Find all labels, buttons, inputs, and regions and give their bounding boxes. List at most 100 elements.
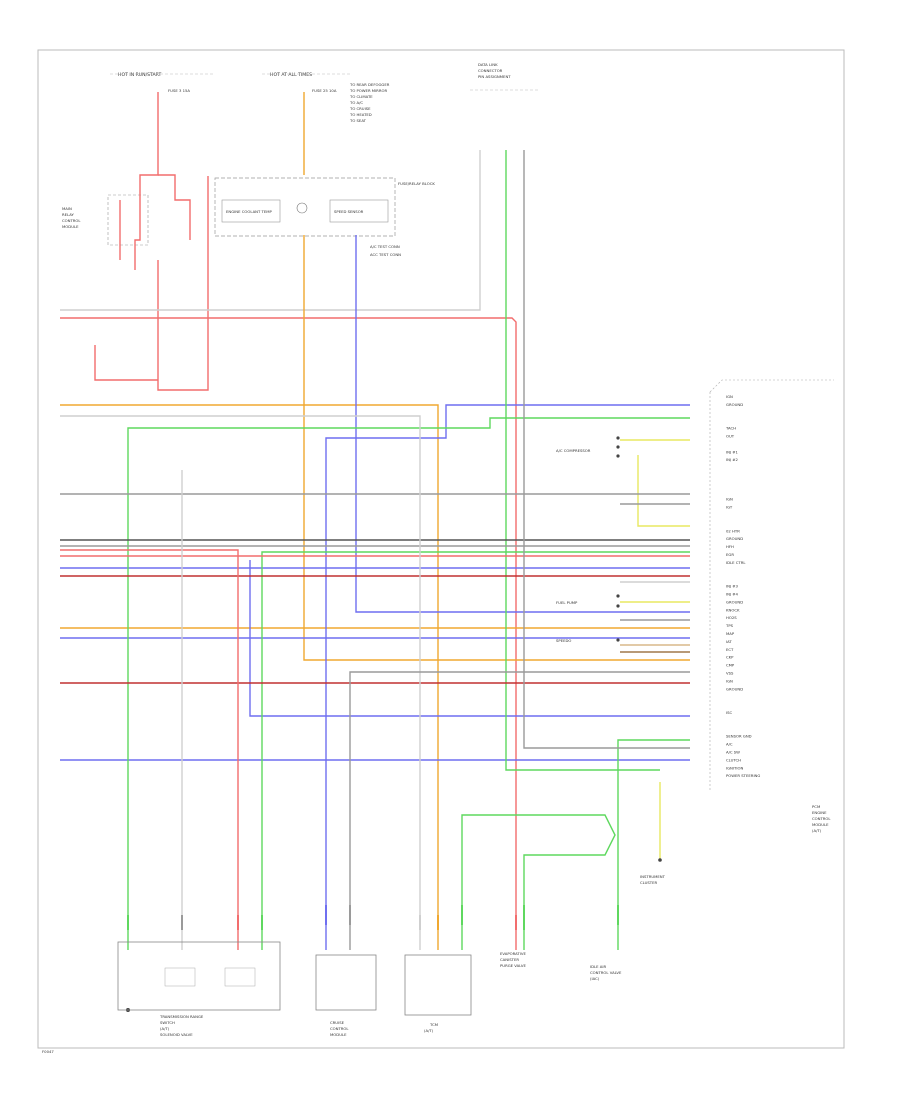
svg-text:TO POWER MIRROR: TO POWER MIRROR <box>349 88 387 93</box>
svg-text:RELAY: RELAY <box>62 212 75 217</box>
pin-label: HO2S <box>726 615 737 620</box>
svg-text:(A/T): (A/T) <box>160 1026 170 1031</box>
splice-dots <box>126 436 662 1012</box>
inner-box-2 <box>329 199 389 223</box>
pin-label: TACH <box>725 426 736 431</box>
pin-label: CKP <box>726 655 734 660</box>
relay-coil-icon <box>296 202 308 214</box>
svg-text:TO CRUISE: TO CRUISE <box>349 106 371 111</box>
inner-box-2-label: SPEED SENSOR <box>334 209 364 214</box>
pin-label: EGR <box>726 552 734 557</box>
fuse-title-2: HOT AT ALL TIMES <box>270 72 312 78</box>
pin-label: SENSOR GND <box>726 734 752 739</box>
svg-text:SWITCH: SWITCH <box>160 1020 175 1025</box>
pin-label: CLUTCH <box>726 757 741 762</box>
svg-text:A/C TEST CONN: A/C TEST CONN <box>370 244 400 249</box>
svg-text:CLUSTER: CLUSTER <box>640 880 657 885</box>
pin-label: 02 HTR <box>726 528 740 533</box>
pin-label: CMP <box>726 663 735 668</box>
svg-text:CONTROL: CONTROL <box>62 218 81 223</box>
fuse-notes: TO REAR DEFOGGER TO POWER MIRROR TO CLIM… <box>349 82 390 123</box>
pin-label: GROUND <box>726 599 743 604</box>
fuse-relay-block <box>214 177 396 237</box>
svg-text:TO SEAT: TO SEAT <box>349 118 367 123</box>
fuse-value-1: FUSE 3 15A <box>168 88 190 93</box>
svg-text:MODULE: MODULE <box>330 1032 347 1037</box>
diagram-frame <box>37 49 845 1049</box>
note-ac: A/C COMPRESSOR <box>556 448 591 453</box>
pin-label: HFH <box>726 544 734 549</box>
pin-label: INJ #4 <box>726 592 738 597</box>
pin-label: IGN <box>726 497 733 502</box>
tcm-module <box>404 954 472 1016</box>
pin-label: INJ #3 <box>726 584 738 589</box>
footer-code: F0047 <box>42 1049 54 1054</box>
pin-label: VSS <box>726 671 734 676</box>
pin-label: IGN <box>726 678 733 683</box>
fuse-title-1: HOT IN RUN/START <box>118 72 161 78</box>
pin-label: GROUND <box>726 536 743 541</box>
svg-text:EVAPORATIVE: EVAPORATIVE <box>500 951 526 956</box>
svg-text:CRUISE: CRUISE <box>330 1020 345 1025</box>
pin-label: TPS <box>725 623 734 628</box>
note-fuel: FUEL PUMP <box>556 600 578 605</box>
pin-label: INJ #2 <box>726 457 738 462</box>
data-link-connector: DATA LINK CONNECTOR PIN ASSIGNMENT <box>470 62 540 91</box>
svg-text:DATA LINK: DATA LINK <box>478 62 498 67</box>
main-relay: MAIN RELAY CONTROL MODULE <box>62 194 149 246</box>
svg-text:ACC TEST CONN: ACC TEST CONN <box>370 252 401 257</box>
svg-text:CONTROL VALVE: CONTROL VALVE <box>590 970 622 975</box>
pin-label: OUT <box>726 434 735 439</box>
svg-text:CANISTER: CANISTER <box>500 957 519 962</box>
svg-text:MODULE: MODULE <box>812 822 829 827</box>
svg-text:CONTROL: CONTROL <box>812 816 831 821</box>
pin-label: GROUND <box>726 402 743 407</box>
pin-label: IGT <box>726 505 733 510</box>
cruise-module <box>315 954 377 1011</box>
pin-label: ISC <box>726 710 733 715</box>
connector-stubs <box>127 905 619 930</box>
pin-label: IGN <box>726 394 733 399</box>
pin-label: ECT <box>726 647 734 652</box>
svg-text:PURGE VALVE: PURGE VALVE <box>500 963 527 968</box>
svg-text:MODULE: MODULE <box>62 224 79 229</box>
pin-label: IDLE CTRL <box>726 560 746 565</box>
trans-range-switch <box>117 941 281 1011</box>
fuse-block-label: FUSE/RELAY BLOCK <box>398 181 435 186</box>
svg-text:PIN ASSIGNMENT: PIN ASSIGNMENT <box>478 74 511 79</box>
pin-label: GROUND <box>726 686 743 691</box>
pin-label: A/C <box>726 742 733 747</box>
fuse-block-top: HOT IN RUN/START FUSE 3 15A HOT AT ALL T… <box>110 72 352 93</box>
svg-text:SOLENOID VALVE: SOLENOID VALVE <box>160 1032 193 1037</box>
svg-text:TCM: TCM <box>429 1022 438 1027</box>
svg-text:MAIN: MAIN <box>62 206 72 211</box>
pin-label: POWER STEERING <box>726 773 760 778</box>
svg-text:CONTROL: CONTROL <box>330 1026 349 1031</box>
pcm-connector: IGN GROUND TACH OUT INJ #1 INJ #2 IGN IGT 02 HTR… <box>709 379 834 833</box>
inner-box-1 <box>221 199 281 223</box>
svg-text:TRANSMISSION RANGE: TRANSMISSION RANGE <box>159 1014 204 1019</box>
fuse-value-2: FUSE 25 10A <box>312 88 337 93</box>
pin-label: A/C SW <box>726 750 740 755</box>
pin-label: IAT <box>726 639 732 644</box>
pin-label: MAP <box>726 631 735 636</box>
bottom-components: TRANSMISSION RANGE SWITCH (A/T) SOLENOID… <box>117 874 666 1037</box>
pin-label: KNOCK <box>726 607 740 612</box>
svg-text:PCM: PCM <box>812 804 820 809</box>
svg-text:ENGINE: ENGINE <box>812 810 827 815</box>
pin-label: INJ #1 <box>726 449 738 454</box>
svg-text:CONNECTOR: CONNECTOR <box>478 68 503 73</box>
svg-text:(A/T): (A/T) <box>812 828 822 833</box>
svg-text:TO CLIMATE: TO CLIMATE <box>349 94 373 99</box>
svg-text:(A/T): (A/T) <box>424 1028 434 1033</box>
svg-text:IDLE AIR: IDLE AIR <box>590 964 606 969</box>
svg-text:TO A/C: TO A/C <box>349 100 363 105</box>
svg-text:INSTRUMENT: INSTRUMENT <box>640 874 666 879</box>
pin-label: IGNITION <box>726 765 743 770</box>
inner-box-1-label: ENGINE COOLANT TEMP <box>226 209 273 214</box>
svg-text:TO HEATED: TO HEATED <box>349 112 372 117</box>
note-speedo: SPEEDO <box>556 638 571 643</box>
wires <box>60 92 690 950</box>
svg-text:(IAC): (IAC) <box>590 976 600 981</box>
